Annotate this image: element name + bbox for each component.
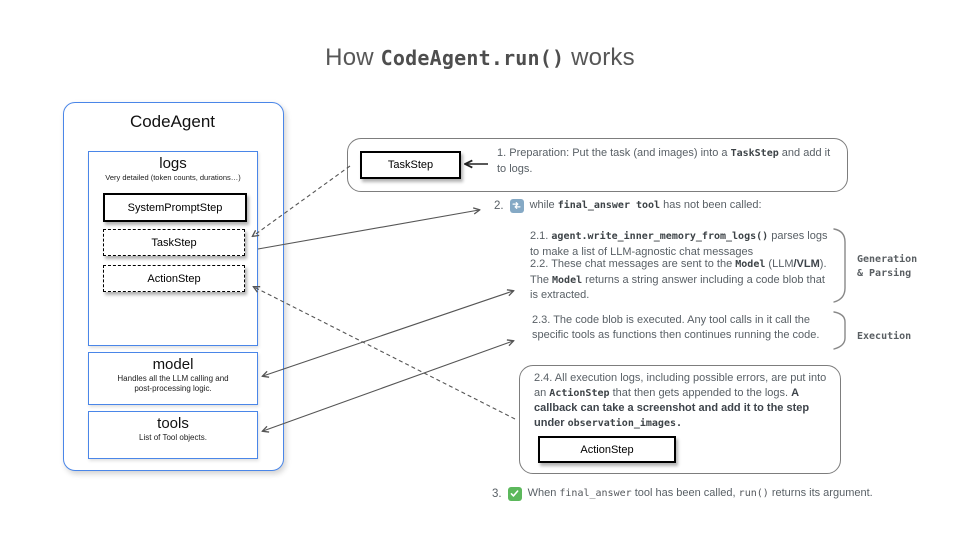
actionstep-log-label: ActionStep: [147, 272, 201, 285]
title-prefix: How: [325, 44, 381, 71]
taskstep-log-label: TaskStep: [151, 236, 197, 249]
step3-line: 3. When final_answer tool has been calle…: [492, 486, 873, 502]
step2-number: 2.: [494, 199, 504, 212]
step3-text: When final_answer tool has been called, …: [527, 487, 873, 499]
step22-text: 2.2. These chat messages are sent to the…: [530, 258, 827, 301]
logs-title: logs: [159, 155, 187, 172]
tools-subtitle: List of Tool objects.: [139, 433, 207, 442]
actionstep-step24-label: ActionStep: [580, 443, 634, 456]
systemprompt-step-label: SystemPromptStep: [127, 201, 223, 214]
model-subtitle: Handles all the LLM calling and post-pro…: [117, 374, 229, 393]
page-title: How CodeAgent.run() works: [0, 44, 960, 72]
bracket-generation-parsing: [833, 228, 846, 303]
double-arrow-model-to-step22: [263, 291, 513, 376]
double-arrow-tools-to-step23: [263, 341, 513, 431]
tools-panel: tools List of Tool objects.: [88, 411, 258, 459]
dashed-arrow-step24-to-logs-actionstep: [254, 287, 516, 420]
tools-title: tools: [157, 415, 189, 432]
logs-subtitle: Very detailed (token counts, durations…): [105, 173, 241, 182]
step3-number: 3.: [492, 487, 502, 500]
step23-text: 2.3. The code blob is executed. Any tool…: [532, 314, 820, 341]
taskstep-step1-box: TaskStep: [360, 151, 461, 179]
systemprompt-step-box: SystemPromptStep: [103, 193, 247, 222]
step24-text: 2.4. All execution logs, including possi…: [534, 372, 827, 429]
step21-text: 2.1. agent.write_inner_memory_from_logs(…: [530, 230, 828, 258]
logs-panel: logs Very detailed (token counts, durati…: [88, 151, 258, 346]
execution-label: Execution: [857, 331, 912, 342]
step2-line: 2. while final_answer tool has not been …: [494, 198, 762, 214]
actionstep-step24-box: ActionStep: [538, 436, 676, 463]
taskstep-log-box: TaskStep: [103, 229, 245, 256]
actionstep-log-box: ActionStep: [103, 265, 245, 292]
codeagent-label: CodeAgent: [129, 112, 216, 131]
model-title: model: [152, 356, 194, 373]
model-panel: model Handles all the LLM calling and po…: [88, 352, 258, 405]
step2-text: while final_answer tool has not been cal…: [529, 199, 762, 211]
check-icon: [507, 486, 522, 501]
arrow-logs-to-step2: [257, 210, 479, 250]
generation-parsing-label: Generation & Parsing: [857, 254, 918, 279]
taskstep-step1-label: TaskStep: [387, 159, 434, 171]
title-code: CodeAgent.run(): [380, 46, 565, 70]
title-suffix: works: [564, 44, 635, 71]
step1-text: 1. Preparation: Put the task (and images…: [497, 147, 831, 175]
repeat-icon: [509, 198, 524, 213]
